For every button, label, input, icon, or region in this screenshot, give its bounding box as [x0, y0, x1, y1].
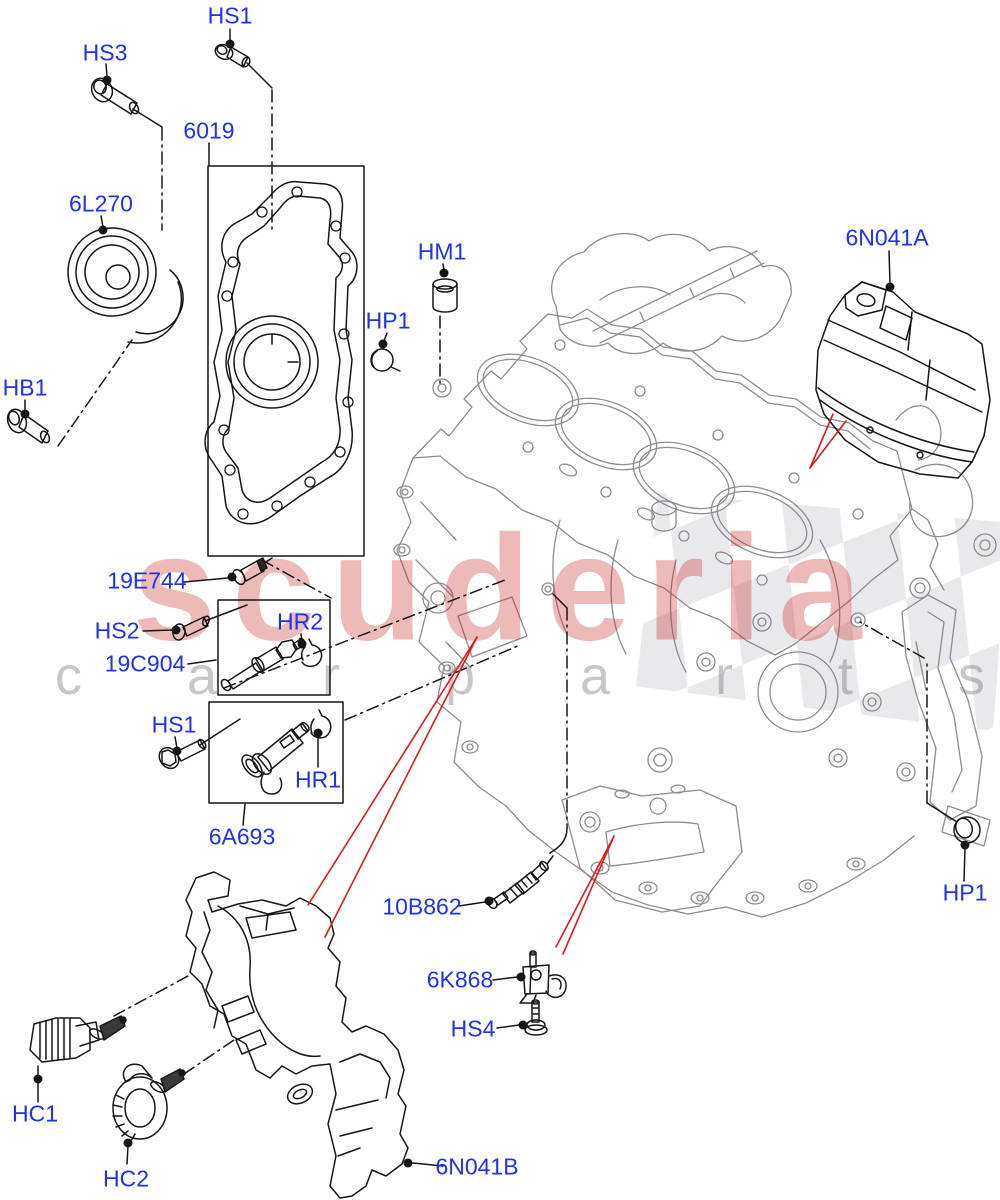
part-label-6n041b[interactable]: 6N041B: [435, 1153, 519, 1180]
part-label-10b862[interactable]: 10B862: [382, 893, 462, 920]
hs3-bolt-drawing: [90, 77, 140, 115]
hm1-dowel-drawing: [432, 278, 458, 313]
19c904-sensor-drawing: [220, 637, 306, 692]
part-label-hm1[interactable]: HM1: [417, 238, 467, 265]
group-box-6019: [207, 165, 365, 557]
part-label-hr2[interactable]: HR2: [276, 608, 324, 635]
part-label-19c904[interactable]: 19C904: [104, 650, 186, 677]
6n041a-cover-drawing: [815, 281, 991, 479]
brand-watermark-text: scuderia: [132, 503, 878, 672]
6k868-oil-jet-drawing: [519, 950, 567, 1004]
part-label-hs3[interactable]: HS3: [82, 39, 128, 66]
part-label-6l270[interactable]: 6L270: [69, 190, 133, 217]
part-label-hc2[interactable]: HC2: [102, 1165, 150, 1192]
timing-cover-drawing: [204, 180, 358, 525]
part-label-hs4[interactable]: HS4: [450, 1015, 496, 1042]
part-label-hb1[interactable]: HB1: [2, 374, 48, 401]
part-label-hp1-bottom[interactable]: HP1: [942, 879, 988, 906]
6a693-solenoid-drawing: [241, 721, 310, 795]
hs1-mid-bolt-drawing: [158, 738, 207, 770]
part-label-6k868[interactable]: 6K868: [426, 966, 494, 993]
part-label-hp1-top[interactable]: HP1: [365, 307, 411, 334]
red-pointer-arrows: [307, 413, 847, 955]
part-label-hs1-mid[interactable]: HS1: [151, 711, 197, 738]
part-label-hc1[interactable]: HC1: [11, 1100, 59, 1127]
part-label-6019[interactable]: 6019: [183, 117, 235, 144]
part-label-hs2[interactable]: HS2: [94, 617, 140, 644]
part-label-6n041a[interactable]: 6N041A: [845, 224, 929, 251]
part-label-hs1-top[interactable]: HS1: [207, 2, 253, 29]
6n041b-bracket-drawing: [185, 871, 409, 1199]
part-label-hr1[interactable]: HR1: [294, 766, 342, 793]
hr2-clip-drawing: [300, 638, 323, 668]
crank-seal-drawing: [67, 227, 184, 344]
10b862-sensor-drawing: [486, 855, 554, 910]
leader-lines-dashed: [57, 89, 928, 1075]
part-label-19e744[interactable]: 19E744: [107, 567, 187, 594]
hc1-clip-drawing: [29, 1015, 127, 1063]
hp1-bottom-plug-drawing: [953, 816, 981, 844]
part-label-6a693[interactable]: 6A693: [208, 823, 276, 850]
group-box-6a693: [208, 701, 344, 804]
leader-lines: [24, 28, 966, 1167]
leader-dots: [20, 39, 970, 1168]
hs4-bolt-drawing: [524, 999, 548, 1036]
hc2-clip-drawing: [112, 1063, 186, 1142]
hp1-top-plug-drawing: [370, 348, 401, 372]
